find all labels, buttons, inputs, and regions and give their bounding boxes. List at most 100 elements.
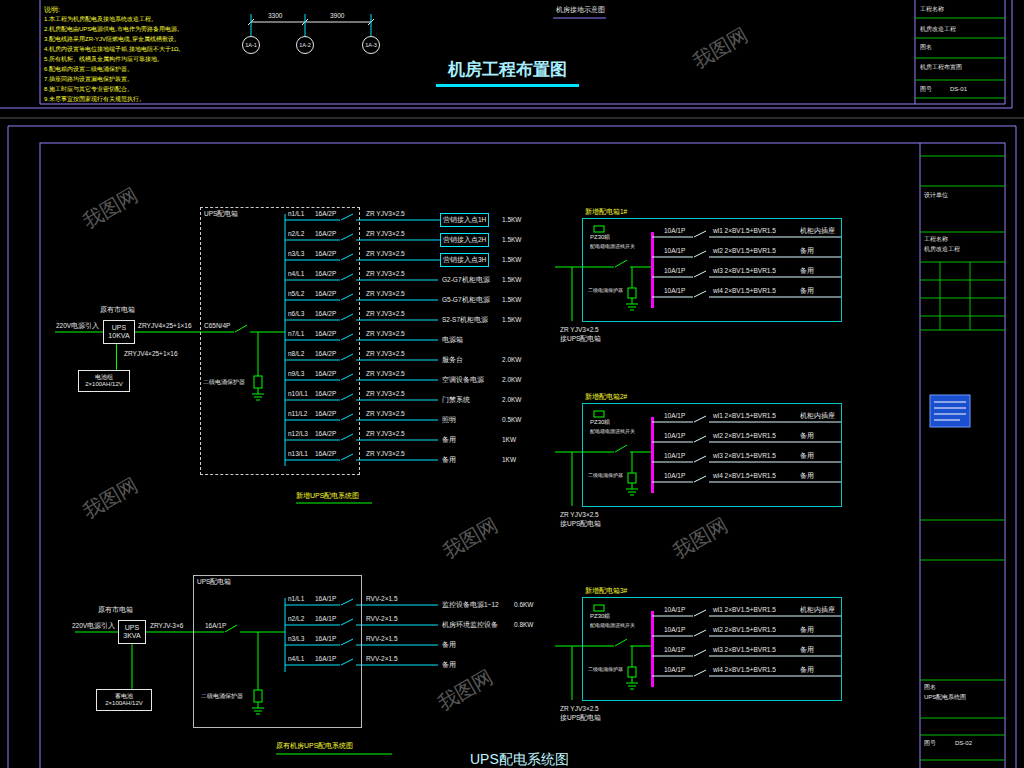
ups-unit: UPS 3KVA bbox=[118, 620, 146, 645]
note-text: 说明: bbox=[44, 6, 60, 13]
phase-label: n6/L3 bbox=[288, 310, 304, 317]
watermark: 我图网 bbox=[79, 473, 142, 523]
load-power: 1.5KW bbox=[502, 276, 522, 283]
cable-connector bbox=[116, 344, 117, 369]
phase-label: n3/L3 bbox=[288, 250, 304, 257]
breaker-rating: 10A/1P bbox=[664, 452, 685, 459]
subtitle-underline bbox=[553, 18, 606, 19]
source-label: 220V电源引入 bbox=[56, 322, 99, 329]
title-block-text: 图号 bbox=[924, 740, 936, 747]
cable-spec: ZR YJV3×2.5 bbox=[366, 390, 405, 397]
cable-spec: wl2 2×BV1.5+BVR1.5 bbox=[713, 626, 776, 633]
panel-heading: 新增配电箱3# bbox=[585, 587, 627, 595]
breaker-rating: 16A/2P bbox=[315, 310, 336, 317]
title-block-text: 设计单位 bbox=[924, 192, 948, 199]
title-block-text: UPS配电系统图 bbox=[924, 694, 966, 701]
breaker-rating: 10A/1P bbox=[664, 227, 685, 234]
breaker-rating: 10A/1P bbox=[664, 626, 685, 633]
cable-spec: wl3 2×BV1.5+BVR1.5 bbox=[713, 646, 776, 653]
note-text: 9.未尽事宜按国家现行有关规范执行。 bbox=[44, 96, 145, 103]
load-power: 2.0KW bbox=[502, 356, 522, 363]
cable-connector bbox=[360, 239, 440, 240]
cable-spec: wl1 2×BV1.5+BVR1.5 bbox=[713, 227, 776, 234]
sheet-frame bbox=[0, 0, 1012, 108]
cable-spec: wl4 2×BV1.5+BVR1.5 bbox=[713, 287, 776, 294]
inner-frame bbox=[40, 143, 1005, 768]
device-label: 二级电涌保护器 bbox=[588, 667, 623, 673]
surge-protector-symbol bbox=[254, 376, 262, 388]
breaker-rating: 10A/1P bbox=[664, 666, 685, 673]
breaker-rating: 16A/1P bbox=[205, 622, 226, 629]
surge-protector-symbol bbox=[628, 667, 636, 677]
phase-label: n3/L3 bbox=[288, 635, 304, 642]
cable-spec: ZR YJV3×2.5 bbox=[366, 410, 405, 417]
source-label: 220V电源引入 bbox=[72, 622, 115, 629]
cable-spec: ZR YJV3×2.5 bbox=[366, 250, 405, 257]
surge-protector-lead bbox=[626, 452, 638, 495]
device-label: 二级电涌保护器 bbox=[588, 288, 623, 294]
breaker-rating: 16A/2P bbox=[315, 390, 336, 397]
cable-spec: ZRYJV4×25+1×16 bbox=[124, 350, 178, 357]
phase-label: n7/L1 bbox=[288, 330, 304, 337]
cable-spec: ZR YJV3×2.5 bbox=[366, 330, 405, 337]
node-label: 1A-1 bbox=[245, 42, 257, 49]
title-block-grid bbox=[920, 156, 1005, 760]
branch-circuit bbox=[652, 610, 841, 676]
feeder-line bbox=[555, 639, 652, 700]
load-power: 0.6KW bbox=[514, 601, 534, 608]
load-name: 空调设备电源 bbox=[442, 376, 484, 383]
note-text: 7.插座回路均设置漏电保护装置。 bbox=[44, 76, 133, 83]
phase-label: n1/L1 bbox=[288, 210, 304, 217]
drawing-title: 机房工程布置图 bbox=[448, 60, 567, 80]
watermark: 我图网 bbox=[689, 23, 752, 73]
load-power: 1.5KW bbox=[502, 256, 522, 263]
breaker-rating: 16A/2P bbox=[315, 250, 336, 257]
node-label: UPS 3KVA bbox=[122, 624, 142, 641]
cable-spec: wl4 2×BV1.5+BVR1.5 bbox=[713, 472, 776, 479]
panel-heading: 新增配电箱2# bbox=[585, 393, 627, 401]
load-power: 2.0KW bbox=[502, 396, 522, 403]
title-block-text: 机房改造工程 bbox=[924, 246, 960, 253]
breaker-rating: 16A/2P bbox=[315, 370, 336, 377]
note-text: 4.机房内设置等电位接地端子箱,接地电阻不大于1Ω。 bbox=[44, 46, 185, 53]
cable-spec: ZR YJV3×2.5 bbox=[366, 450, 405, 457]
breaker-rating: 16A/2P bbox=[315, 330, 336, 337]
load-power: 1.5KW bbox=[502, 236, 522, 243]
watermark: 我图网 bbox=[669, 513, 732, 563]
cable-spec: ZR YJV3×2.5 bbox=[560, 705, 599, 712]
ups-unit: UPS 10KVA bbox=[103, 320, 135, 345]
node-label: 营销接入点1H bbox=[443, 216, 486, 224]
load-power: 1.5KW bbox=[502, 216, 522, 223]
title-underline bbox=[436, 84, 579, 87]
load-name: 备用 bbox=[800, 287, 814, 294]
phase-label: n4/L1 bbox=[288, 270, 304, 277]
load-name: 备用 bbox=[442, 661, 456, 668]
cable-connector bbox=[146, 632, 193, 633]
load-power: 0.5KW bbox=[502, 416, 522, 423]
busbar bbox=[285, 598, 286, 672]
load-name: 备用 bbox=[442, 641, 456, 648]
load-name: 机柜内插座 bbox=[800, 412, 835, 419]
sheet-subtitle: 机房接地示意图 bbox=[556, 6, 605, 13]
breaker-rating: 10A/1P bbox=[664, 247, 685, 254]
surge-protector-lead bbox=[252, 332, 264, 400]
node-label: 蓄电池 2×100AH/12V bbox=[100, 693, 148, 707]
load-name: 服务台 bbox=[442, 356, 463, 363]
cable-spec: RVV-2×1.5 bbox=[366, 615, 398, 622]
breaker-rating: 16A/1P bbox=[315, 655, 336, 662]
note-text: 3.配电线路采用ZR-YJV阻燃电缆,穿金属线槽敷设。 bbox=[44, 36, 180, 43]
device-label: 配电箱电源进线开关 bbox=[590, 429, 635, 435]
load-name: G2-G7机柜电源 bbox=[442, 276, 490, 283]
load-power: 1KW bbox=[502, 456, 516, 463]
device-label: 配电箱电源进线开关 bbox=[590, 623, 635, 629]
title-block-logo-lines bbox=[934, 402, 966, 420]
breaker-rating: 16A/2P bbox=[315, 350, 336, 357]
load-name: 监控设备电源1~12 bbox=[442, 601, 499, 608]
title-block-text: 机房改造工程 bbox=[920, 26, 956, 33]
axis-circle-outline bbox=[243, 37, 260, 54]
cable-spec: ZR YJV3×2.5 bbox=[366, 430, 405, 437]
panel-label: PZ30箱 bbox=[590, 234, 610, 241]
phase-label: n9/L3 bbox=[288, 370, 304, 377]
